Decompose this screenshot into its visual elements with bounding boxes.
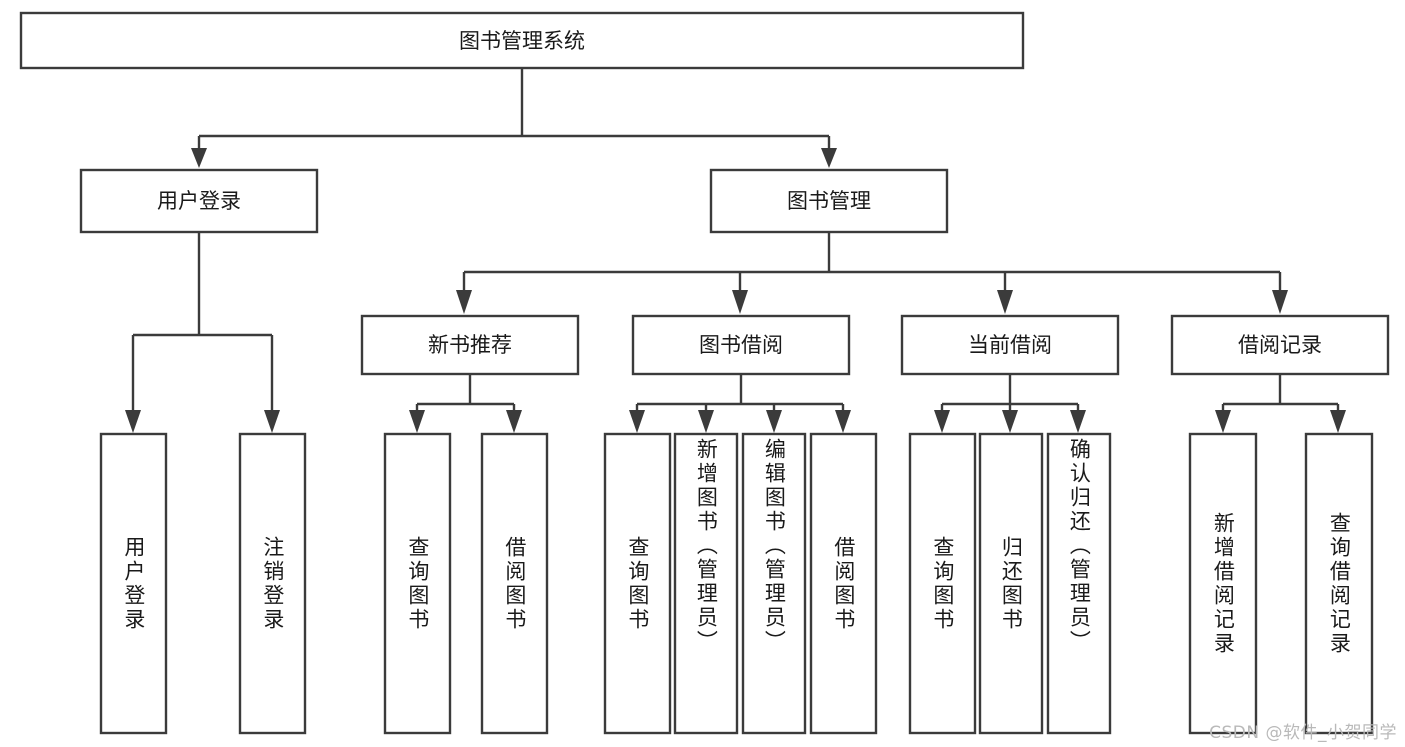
arrow-to-leaf-cb-query-book: [934, 410, 950, 433]
node-new-book-recommend-label: 新书推荐: [428, 333, 512, 357]
node-leaf-logout-box[interactable]: [238, 432, 307, 735]
node-book-borrow-box[interactable]: [631, 314, 851, 376]
arrow-to-current-borrow: [997, 290, 1013, 314]
arrow-to-book-borrow: [732, 290, 748, 314]
node-leaf-cb-query-book-box[interactable]: [908, 432, 977, 735]
node-leaf-cb-return-book-box[interactable]: [978, 432, 1044, 735]
node-leaf-bb-add-book-box[interactable]: [673, 432, 739, 735]
node-book-manage-box[interactable]: [709, 168, 949, 234]
node-book-manage-label: 图书管理: [787, 189, 871, 213]
node-leaf-bb-edit-book-box[interactable]: [741, 432, 807, 735]
arrow-to-leaf-bb-borrow-book: [835, 410, 851, 433]
node-borrow-records-box[interactable]: [1170, 314, 1390, 376]
node-leaf-br-add-record-box[interactable]: [1188, 432, 1258, 735]
node-root-box[interactable]: [19, 11, 1025, 70]
csdn-watermark: CSDN @软件_小贺同学: [1209, 723, 1397, 743]
node-leaf-bb-borrow-book-box[interactable]: [809, 432, 878, 735]
node-user-login-label: 用户登录: [157, 189, 241, 213]
node-leaf-nbr-query-book-box[interactable]: [383, 432, 452, 735]
arrow-to-user-login: [191, 148, 207, 168]
arrow-to-leaf-cb-return-book: [1002, 410, 1018, 433]
arrow-to-leaf-br-query-record: [1330, 410, 1346, 433]
node-leaf-bb-query-book-box[interactable]: [603, 432, 672, 735]
node-leaf-br-query-record-box[interactable]: [1304, 432, 1374, 735]
arrow-to-leaf-br-add-record: [1215, 410, 1231, 433]
node-borrow-records-label: 借阅记录: [1238, 333, 1322, 357]
node-current-borrow-box[interactable]: [900, 314, 1120, 376]
node-leaf-nbr-borrow-book-box[interactable]: [480, 432, 549, 735]
arrow-to-borrow-records: [1272, 290, 1288, 314]
arrow-to-leaf-bb-edit-book: [766, 410, 782, 433]
arrow-to-leaf-nbr-borrow-book: [506, 410, 522, 433]
arrow-to-leaf-cb-confirm-return: [1070, 410, 1086, 433]
node-current-borrow-label: 当前借阅: [968, 333, 1052, 357]
node-book-borrow-label: 图书借阅: [699, 333, 783, 357]
node-leaf-user-login-box[interactable]: [99, 432, 168, 735]
arrow-to-leaf-logout: [264, 410, 280, 433]
node-leaf-cb-confirm-return-box[interactable]: [1046, 432, 1112, 735]
node-root-label: 图书管理系统: [459, 29, 585, 53]
arrow-to-leaf-bb-add-book: [698, 410, 714, 433]
arrow-to-leaf-nbr-query-book: [409, 410, 425, 433]
arrow-to-leaf-bb-query-book: [629, 410, 645, 433]
arrow-to-new-book-recommend: [456, 290, 472, 314]
arrow-to-leaf-user-login: [125, 410, 141, 433]
arrow-to-book-manage: [821, 148, 837, 168]
node-new-book-recommend-box[interactable]: [360, 314, 580, 376]
